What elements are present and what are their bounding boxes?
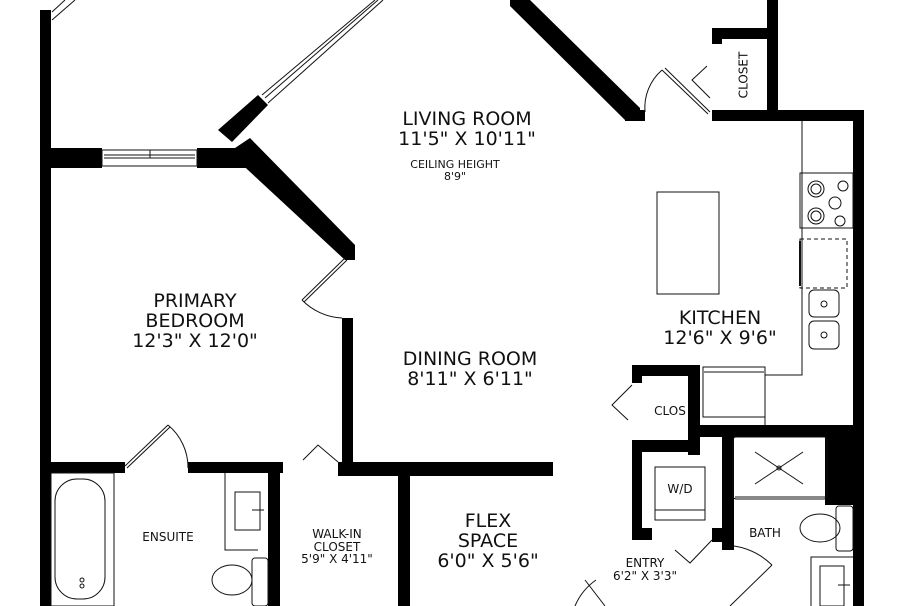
ceiling-height-title: CEILING HEIGHT: [410, 158, 500, 171]
flex-space-name-1: FLEX: [464, 510, 512, 532]
bath-name: BATH: [749, 526, 781, 540]
kitchen-dimensions: 12'6" X 9'6": [663, 326, 777, 349]
room-label-entry: ENTRY 6'2" X 3'3": [613, 557, 677, 582]
closet-mid-name: CLOS: [654, 404, 686, 418]
room-label-ensuite: ENSUITE: [142, 531, 193, 544]
room-label-bath: BATH: [749, 527, 781, 540]
dining-room-dimensions: 8'11" X 6'11": [407, 367, 533, 390]
room-label-dining: DINING ROOM 8'11" X 6'11": [402, 348, 538, 390]
walk-in-closet-name-1: WALK-IN: [312, 527, 362, 541]
room-label-kitchen: KITCHEN 12'6" X 9'6": [663, 307, 777, 349]
room-label-laundry: W/D: [667, 483, 692, 496]
room-label-closet-top: CLOSET: [736, 51, 751, 99]
kitchen-name: KITCHEN: [678, 307, 762, 329]
fixtures: [50, 121, 854, 606]
primary-bedroom-name-2: BEDROOM: [145, 309, 245, 332]
living-room-dimensions: 11'5" X 10'11": [398, 127, 536, 150]
primary-bedroom-dimensions: 12'3" X 12'0": [132, 329, 258, 352]
ensuite-name: ENSUITE: [142, 530, 194, 544]
room-label-flex: FLEX SPACE 6'0" X 5'6": [437, 510, 539, 572]
room-label-walk-in-closet: WALK-IN CLOSET 5'9" X 4'11": [301, 528, 373, 566]
flex-space-name-2: SPACE: [457, 529, 519, 552]
ceiling-height-label: CEILING HEIGHT 8'9": [410, 159, 499, 182]
washer-dryer-name: W/D: [667, 482, 693, 496]
windows: [51, 0, 384, 167]
room-label-closet-mid: CLOS: [654, 405, 686, 418]
entry-name: ENTRY: [625, 556, 665, 570]
primary-bedroom-name-1: PRIMARY: [153, 290, 237, 312]
doors: [124, 65, 773, 606]
flex-space-dimensions: 6'0" X 5'6": [437, 549, 539, 572]
dining-room-name: DINING ROOM: [402, 348, 538, 370]
room-label-primary-bedroom: PRIMARY BEDROOM 12'3" X 12'0": [132, 290, 258, 352]
walk-in-closet-dimensions: 5'9" X 4'11": [301, 552, 373, 567]
walk-in-closet-name-2: CLOSET: [313, 539, 361, 554]
room-label-living: LIVING ROOM 11'5" X 10'11": [398, 108, 536, 150]
ceiling-height-value: 8'9": [443, 169, 467, 183]
entry-dimensions: 6'2" X 3'3": [612, 568, 678, 583]
walls: [40, 0, 864, 606]
living-room-name: LIVING ROOM: [402, 108, 532, 130]
